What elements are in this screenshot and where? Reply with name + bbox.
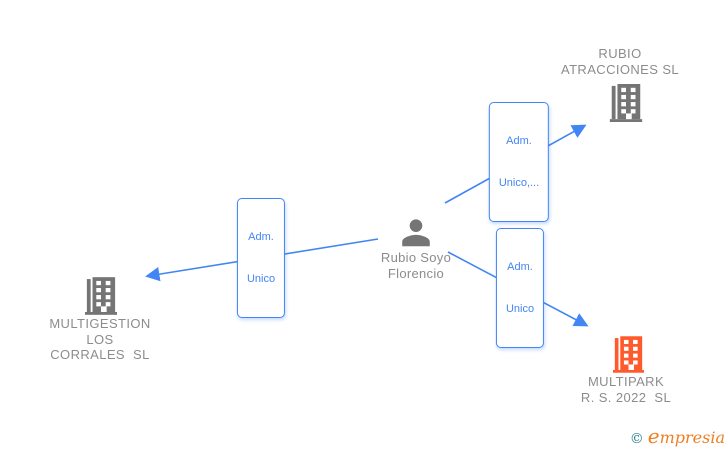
person-name-line: Florencio: [387, 265, 445, 281]
empresia-logo[interactable]: © empresia: [630, 424, 725, 448]
person-icon: [402, 219, 430, 247]
building-icon: [613, 336, 644, 373]
edge-label-line: Adm.: [248, 231, 274, 243]
company-name-line: RUBIO: [598, 46, 642, 61]
edge-label-line: Adm.: [506, 135, 532, 147]
edge-label-adm-unico-rubio-atracciones[interactable]: Adm. Unico,...: [488, 102, 550, 222]
company-name-label: MULTIGESTION LOS CORRALES SL: [30, 316, 170, 363]
company-name-line: MULTIPARK: [587, 374, 665, 389]
building-icon: [609, 84, 643, 122]
company-name-line: LOS: [86, 331, 114, 347]
company-name-line: ATRACCIONES SL: [560, 61, 680, 77]
company-name-line: CORRALES SL: [50, 347, 150, 362]
edge-label-line: Unico: [505, 303, 535, 315]
edge-label-line: Adm.: [507, 261, 533, 273]
company-name-label: MULTIPARK R. S. 2022 SL: [550, 374, 702, 405]
edge-label-adm-unico-multipark[interactable]: Adm. Unico: [495, 228, 545, 348]
company-name-label: RUBIO ATRACCIONES SL: [545, 46, 695, 77]
edge-label-line: Unico: [246, 273, 276, 285]
person-name-label: Rubio Soyo Florencio: [346, 250, 486, 281]
person-name-line: Rubio Soyo: [380, 250, 452, 265]
edge-label-adm-unico-multigestion[interactable]: Adm. Unico: [236, 198, 286, 318]
copyright-icon: ©: [629, 431, 644, 447]
edge-label-line: Unico,...: [498, 177, 540, 189]
brand-wordmark: empresia: [647, 424, 725, 448]
building-icon: [85, 277, 117, 315]
company-name-line: MULTIGESTION: [49, 316, 151, 331]
company-name-line: R. S. 2022 SL: [580, 389, 672, 405]
